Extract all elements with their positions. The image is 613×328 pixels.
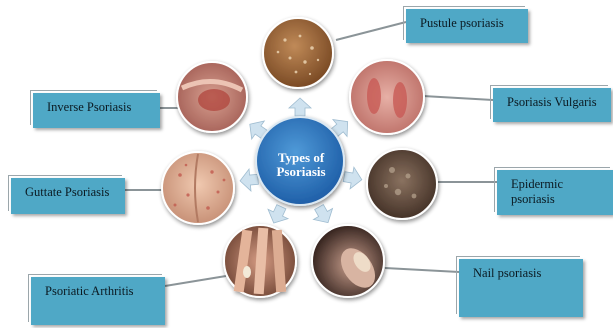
hub-title: Types of Psoriasis <box>265 151 337 179</box>
epidermic-photo <box>367 149 437 219</box>
guttate-photo <box>162 152 234 224</box>
label-vulgaris: Psoriasis Vulgaris <box>493 88 611 122</box>
arrow-epidermic <box>342 166 364 191</box>
label-nail: Nail psoriasis <box>459 259 583 317</box>
inverse-photo <box>177 62 247 132</box>
arrow-nail <box>309 202 337 229</box>
label-pustule: Pustule psoriasis <box>406 9 528 43</box>
connector-nail <box>385 268 459 272</box>
connector-pustule <box>336 22 406 40</box>
arrow-arthritis <box>264 202 292 228</box>
connector-arthritis <box>165 276 226 286</box>
label-inverse: Inverse Psoriasis <box>33 93 160 128</box>
label-arthritis: Psoriatic Arthritis <box>31 277 165 325</box>
hub-title-line2: Psoriasis <box>265 165 337 179</box>
arrow-guttate <box>239 168 259 191</box>
label-guttate: Guttate Psoriasis <box>11 178 125 214</box>
nail-photo <box>312 225 384 297</box>
label-epidermic: Epidermic psoriasis <box>497 170 613 215</box>
connector-vulgaris <box>423 96 493 100</box>
arrow-pustule <box>289 98 311 116</box>
vulgaris-photo <box>350 60 424 134</box>
hub-title-line1: Types of <box>265 151 337 165</box>
pustule-photo <box>263 18 333 88</box>
arthritis-photo <box>224 225 296 297</box>
